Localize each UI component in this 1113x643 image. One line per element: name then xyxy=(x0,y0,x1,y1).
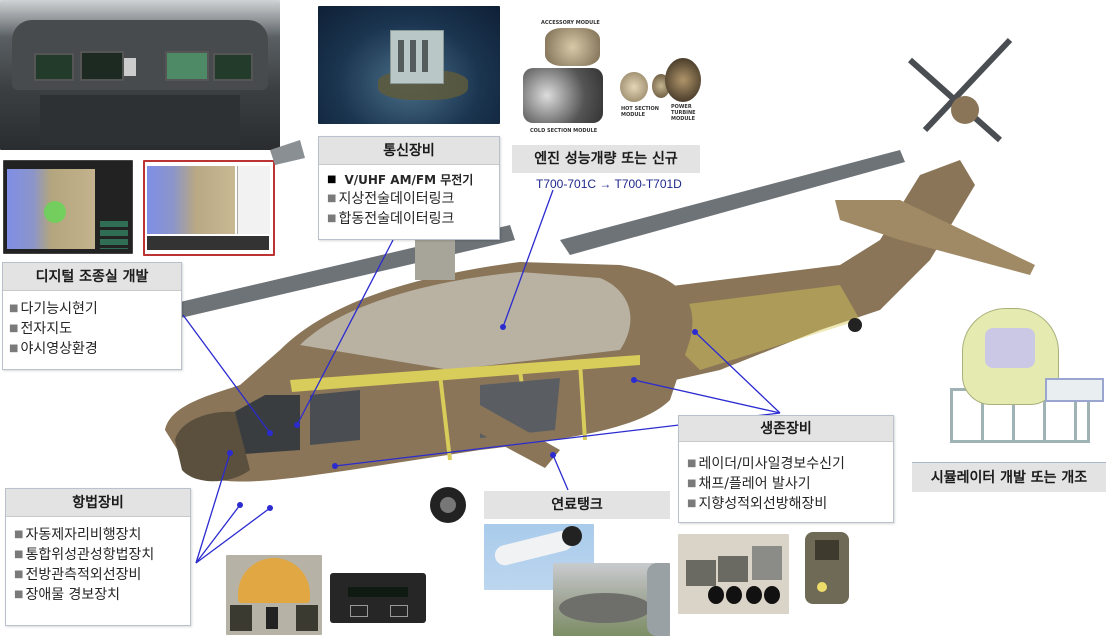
simulator-illustration xyxy=(940,298,1110,448)
map-display-left xyxy=(3,160,133,254)
engine-upgrade-detail: T700-701C → T700-T701D xyxy=(536,177,682,191)
cockpit-photo xyxy=(0,0,280,150)
digital-cockpit-callout: 디지털 조종실 개발 ■다기능시현기 ■전자지도 ■야시영상환경 xyxy=(2,262,182,370)
fuel-tank-photo-2 xyxy=(553,563,670,636)
comms-item: ■V/UHF AM/FM 무전기 xyxy=(327,173,474,187)
navigation-equipment-callout: 항법장비 ■자동제자리비행장치 ■통합위성관성항법장치 ■전방관측적외선장비 ■… xyxy=(5,488,191,626)
survival-item: ■채프/플레어 발사기 xyxy=(687,476,811,492)
navigation-item: ■전방관측적외선장비 xyxy=(14,567,142,583)
navigation-item: ■통합위성관성항법장치 xyxy=(14,547,155,563)
engine-label-hot: HOT SECTION MODULE xyxy=(621,106,659,118)
survival-equipment-callout: 생존장비 ■레이더/미사일경보수신기 ■채프/플레어 발사기 ■지향성적외선방해… xyxy=(678,415,894,523)
leader-lines xyxy=(182,189,781,564)
survival-item: ■레이더/미사일경보수신기 xyxy=(687,456,845,472)
dircm-turret-photo xyxy=(805,532,849,604)
cockpit-item: ■다기능시현기 xyxy=(9,301,98,317)
simulator-title: 시뮬레이터 개발 또는 개조 xyxy=(912,462,1106,492)
fuel-tank-title: 연료탱크 xyxy=(484,491,670,519)
engine-upgrade-title: 엔진 성능개량 또는 신규 xyxy=(512,145,700,173)
cockpit-item: ■야시영상환경 xyxy=(9,341,98,357)
navigation-equipment-title: 항법장비 xyxy=(6,489,190,517)
comms-equipment-title: 통신장비 xyxy=(319,137,499,165)
cockpit-item: ■전자지도 xyxy=(9,321,72,337)
engine-modules-photo: ACCESSORY MODULE HOT SECTION MODULE POWE… xyxy=(515,10,705,138)
survival-item: ■지향성적외선방해장비 xyxy=(687,496,828,512)
engine-label-cold: COLD SECTION MODULE xyxy=(530,128,598,134)
map-display-right xyxy=(143,160,275,256)
navigation-unit-photo xyxy=(330,573,426,623)
survival-equipment-title: 생존장비 xyxy=(679,416,893,442)
navigation-item: ■자동제자리비행장치 xyxy=(14,527,142,543)
navigation-item: ■장애물 경보장치 xyxy=(14,587,121,603)
comms-item: ■합동전술데이터링크 xyxy=(327,211,455,227)
radar-antenna-photo xyxy=(226,555,322,635)
comms-equipment-callout: 통신장비 ■V/UHF AM/FM 무전기 ■지상전술데이터링크 ■합동전술데이… xyxy=(318,136,500,240)
comms-item: ■지상전술데이터링크 xyxy=(327,191,455,207)
engine-label-accessory: ACCESSORY MODULE xyxy=(541,20,600,26)
engine-label-power: POWER TURBINE MODULE xyxy=(671,104,696,122)
chaff-flare-photo xyxy=(678,534,789,614)
datalink-illustration xyxy=(318,6,500,124)
digital-cockpit-title: 디지털 조종실 개발 xyxy=(3,263,181,291)
